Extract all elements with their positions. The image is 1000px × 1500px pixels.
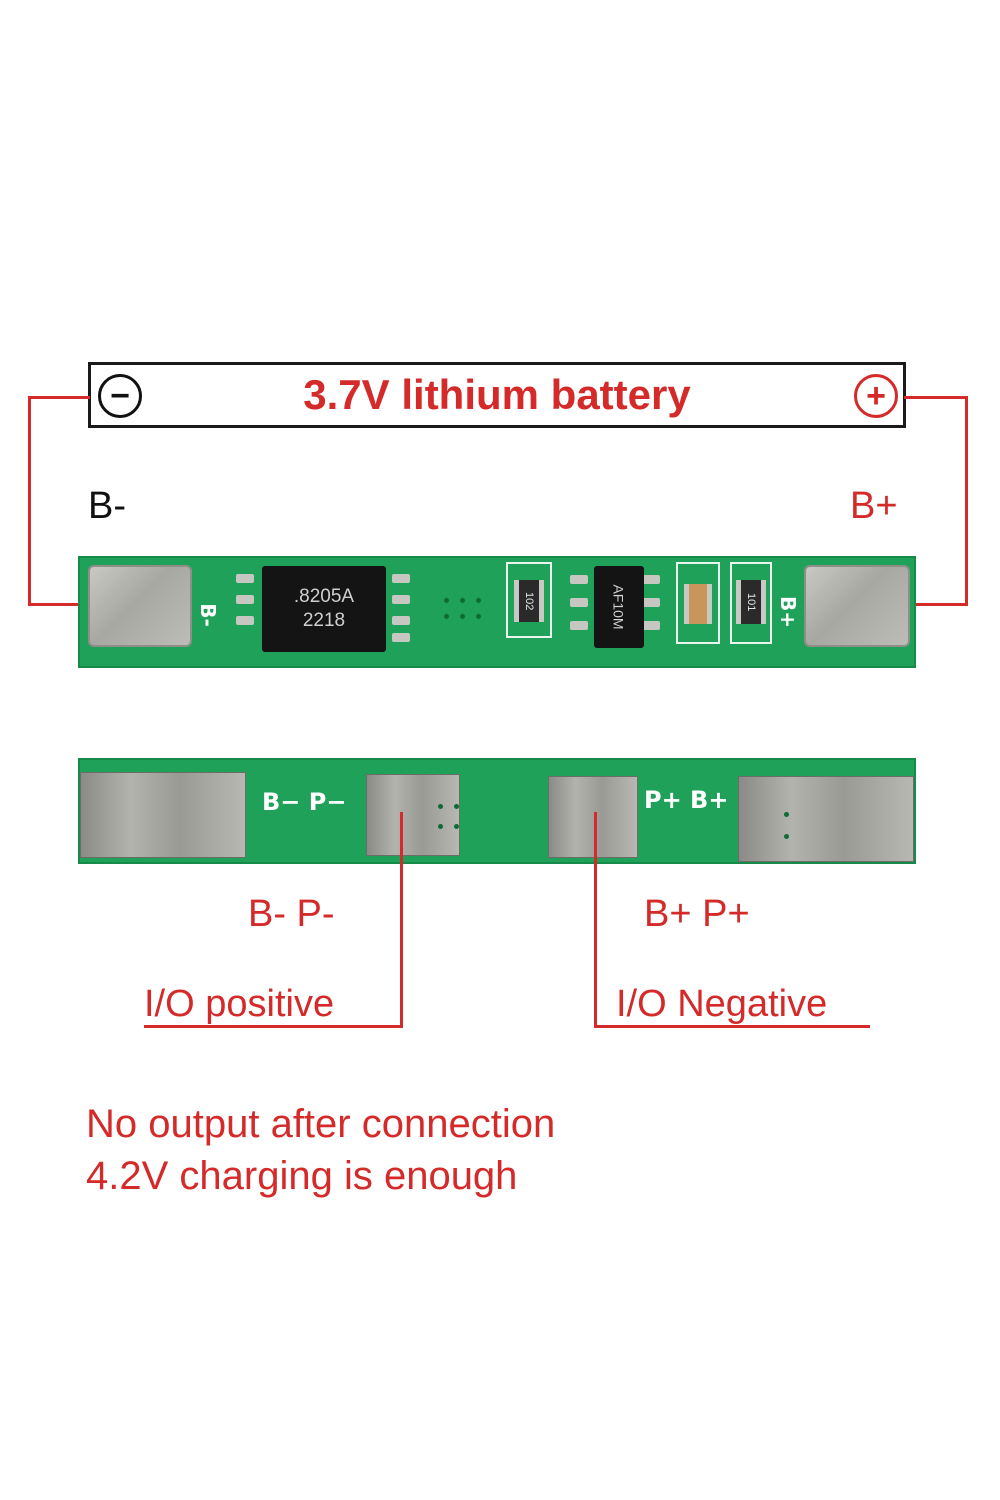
wire-positive-vertical [965,396,968,606]
chip-pin [236,574,254,583]
callout-io-positive-underline [144,1025,403,1028]
chip-pin [570,575,588,584]
chip-protection-ic: AF10M [594,566,644,648]
callout-line-right-vertical [594,812,597,1028]
pad-b-minus [88,565,192,647]
resistor-101: 101 [736,580,766,624]
via [460,598,465,603]
via [454,804,459,809]
pad-b-plus [804,565,910,647]
chip-pin [570,621,588,630]
silk-outline-resistor-102 [506,562,552,638]
chip-pin [570,598,588,607]
label-b-minus: B- [88,485,126,527]
callout-io-positive: I/O positive [144,983,335,1025]
note-line-2: 4.2V charging is enough [86,1154,518,1198]
chip-pin [392,616,410,625]
chip-pin [642,575,660,584]
wire-positive-horizontal-bottom [916,603,968,606]
chip-pin [392,633,410,642]
label-b-plus-p-plus: B+ P+ [644,893,750,935]
via [438,824,443,829]
chip-pin [236,616,254,625]
wire-negative-horizontal-bottom [28,603,90,606]
battery-box [88,362,906,428]
silk-b-plus: B+ [776,595,801,629]
silk-p-plus-b-plus: P+ B+ [644,786,729,814]
via [460,614,465,619]
pcb-top-board [78,556,916,668]
wire-negative-vertical [28,396,31,606]
pad-bottom-p-plus [548,776,638,858]
chip-8205a: .8205A 2218 [262,566,386,652]
chip-pin [642,621,660,630]
pad-bottom-left [80,772,246,858]
chip-protection-ic-label: AF10M [611,584,627,630]
via [476,598,481,603]
pcb-bottom-raised-section [462,760,490,860]
callout-line-left-vertical [400,812,403,1028]
wire-negative-horizontal-top [28,396,90,399]
callout-io-negative-underline [594,1025,870,1028]
label-b-plus: B+ [850,485,898,527]
via [438,804,443,809]
via [784,812,789,817]
via [444,614,449,619]
silk-outline-capacitor [676,562,720,644]
capacitor [684,584,712,624]
via [454,824,459,829]
note-line-1: No output after connection [86,1102,556,1146]
chip-8205a-line1: .8205A [293,586,355,607]
resistor-102: 102 [514,580,544,622]
pad-bottom-right [738,776,914,862]
pad-bottom-p-minus [366,774,460,856]
callout-io-negative: I/O Negative [616,983,828,1025]
positive-terminal-icon: + [854,374,898,418]
chip-pin [236,595,254,604]
via [444,598,449,603]
via [784,834,789,839]
chip-8205a-line2: 2218 [302,610,346,631]
label-b-minus-p-minus: B- P- [248,893,335,935]
chip-pin [392,574,410,583]
negative-terminal-icon: − [98,374,142,418]
battery-title: 3.7V lithium battery [303,371,691,418]
wire-positive-horizontal-top [904,396,968,399]
silk-b-minus-p-minus: B− P− [262,788,347,816]
silk-b-minus: B- [195,603,220,627]
chip-pin [392,595,410,604]
via [476,614,481,619]
chip-pin [642,598,660,607]
silk-outline-resistor-101 [730,562,772,644]
